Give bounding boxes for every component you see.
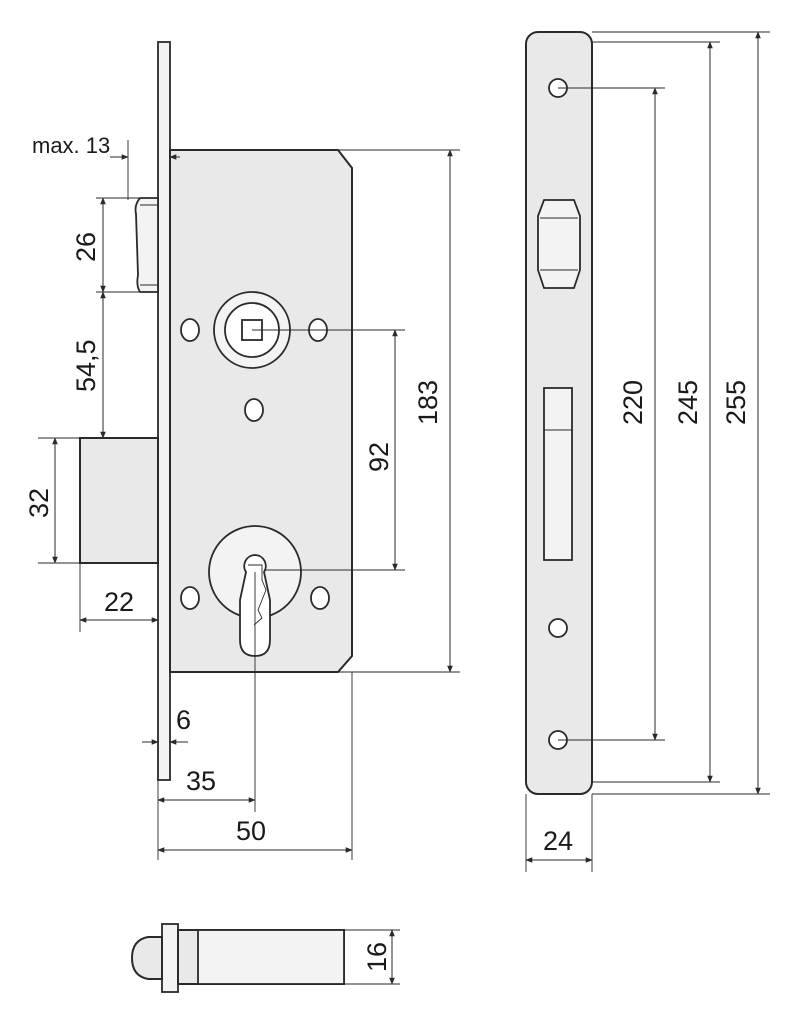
latch-bolt <box>134 197 159 293</box>
dim-26: 26 <box>71 232 101 262</box>
dim-183: 183 <box>413 380 443 425</box>
dead-bolt <box>79 437 159 564</box>
fixing-hole <box>310 586 330 610</box>
top-case-inner <box>197 929 345 985</box>
dim-245: 245 <box>673 380 703 425</box>
forend-screw-hole-middle <box>548 618 568 638</box>
dim-24: 24 <box>543 826 573 856</box>
bolt-opening <box>543 387 573 561</box>
fixing-hole <box>180 318 200 342</box>
latch-opening <box>537 199 581 289</box>
dim-54-5: 54,5 <box>71 339 101 392</box>
top-latch <box>130 936 163 980</box>
dim-22: 22 <box>104 587 134 617</box>
dim-50: 50 <box>236 816 266 846</box>
dim-max-13: max. 13 <box>32 133 110 158</box>
dim-220: 220 <box>618 380 648 425</box>
dim-92: 92 <box>364 442 394 472</box>
forend-plate <box>157 41 171 781</box>
lock-top-view: 16 <box>130 923 400 993</box>
forend-front-view <box>525 31 593 795</box>
side-view-dimensions: max. 13 26 54,5 32 22 6 35 50 <box>24 133 460 860</box>
dim-35: 35 <box>186 766 216 796</box>
dim-16: 16 <box>362 942 392 972</box>
fixing-hole <box>244 398 264 422</box>
top-forend <box>161 923 179 993</box>
dim-6: 6 <box>176 705 191 735</box>
dim-255: 255 <box>721 380 751 425</box>
lock-side-view <box>79 41 353 781</box>
fixing-hole <box>180 586 200 610</box>
front-view-dimensions: 220 245 255 24 <box>525 31 770 872</box>
dim-32: 32 <box>24 488 54 518</box>
